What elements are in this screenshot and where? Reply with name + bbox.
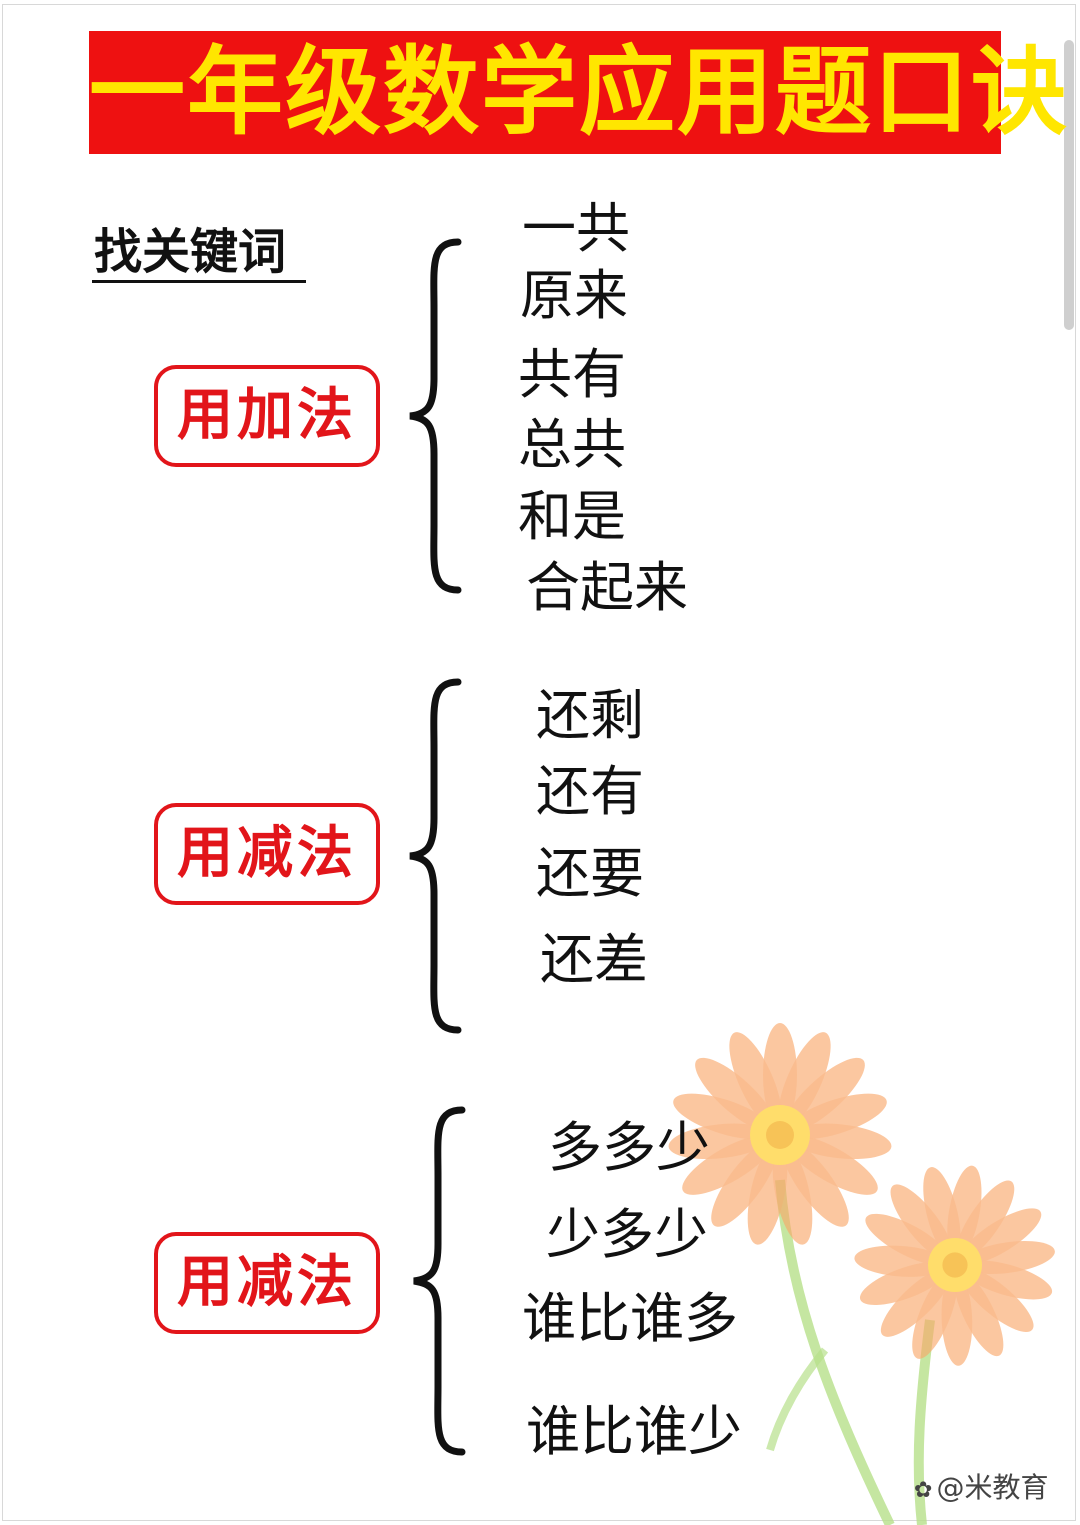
method-box-comparison: 用减法 xyxy=(154,1232,380,1334)
method-box-addition: 用加法 xyxy=(154,365,380,467)
title-banner: 一年级数学应用题口诀 xyxy=(89,31,1069,154)
keyword-item: 共有 xyxy=(518,343,626,406)
watermark-text: @米教育 xyxy=(936,1471,1049,1504)
keyword-item: 原来 xyxy=(520,264,628,327)
keyword-item: 总共 xyxy=(518,413,626,476)
flower-illustration xyxy=(666,1023,1057,1525)
scrollbar[interactable] xyxy=(1064,40,1074,340)
flower-1 xyxy=(666,1023,894,1249)
keyword-item: 还差 xyxy=(540,928,648,991)
keyword-item: 少多少 xyxy=(546,1203,708,1266)
left-brace-icon xyxy=(409,678,462,1034)
keyword-item: 谁比谁多 xyxy=(522,1287,738,1350)
page-border xyxy=(2,4,1076,1521)
method-label: 用减法 xyxy=(177,821,357,886)
left-brace-icon xyxy=(413,1106,466,1456)
method-label: 用加法 xyxy=(177,383,357,448)
method-label: 用减法 xyxy=(177,1250,357,1315)
keyword-heading: 找关键词 xyxy=(94,224,287,280)
keyword-item: 谁比谁少 xyxy=(526,1400,742,1463)
flower-2 xyxy=(853,1163,1057,1367)
keyword-item: 还要 xyxy=(536,842,644,905)
watermark: ✿@米教育 xyxy=(914,1470,1048,1509)
paw-icon: ✿ xyxy=(914,1478,933,1503)
keyword-item: 多多少 xyxy=(548,1116,710,1179)
keyword-item: 一共 xyxy=(522,197,630,260)
keyword-item: 还剩 xyxy=(536,684,644,747)
keyword-item: 和是 xyxy=(518,485,626,548)
keyword-item: 还有 xyxy=(536,760,644,823)
page-title: 一年级数学应用题口诀 xyxy=(89,36,1069,148)
method-box-subtraction: 用减法 xyxy=(154,803,380,905)
scrollbar-thumb[interactable] xyxy=(1064,40,1074,330)
keyword-heading-underline xyxy=(92,280,306,283)
keyword-item: 合起来 xyxy=(526,556,688,619)
left-brace-icon xyxy=(409,238,462,594)
